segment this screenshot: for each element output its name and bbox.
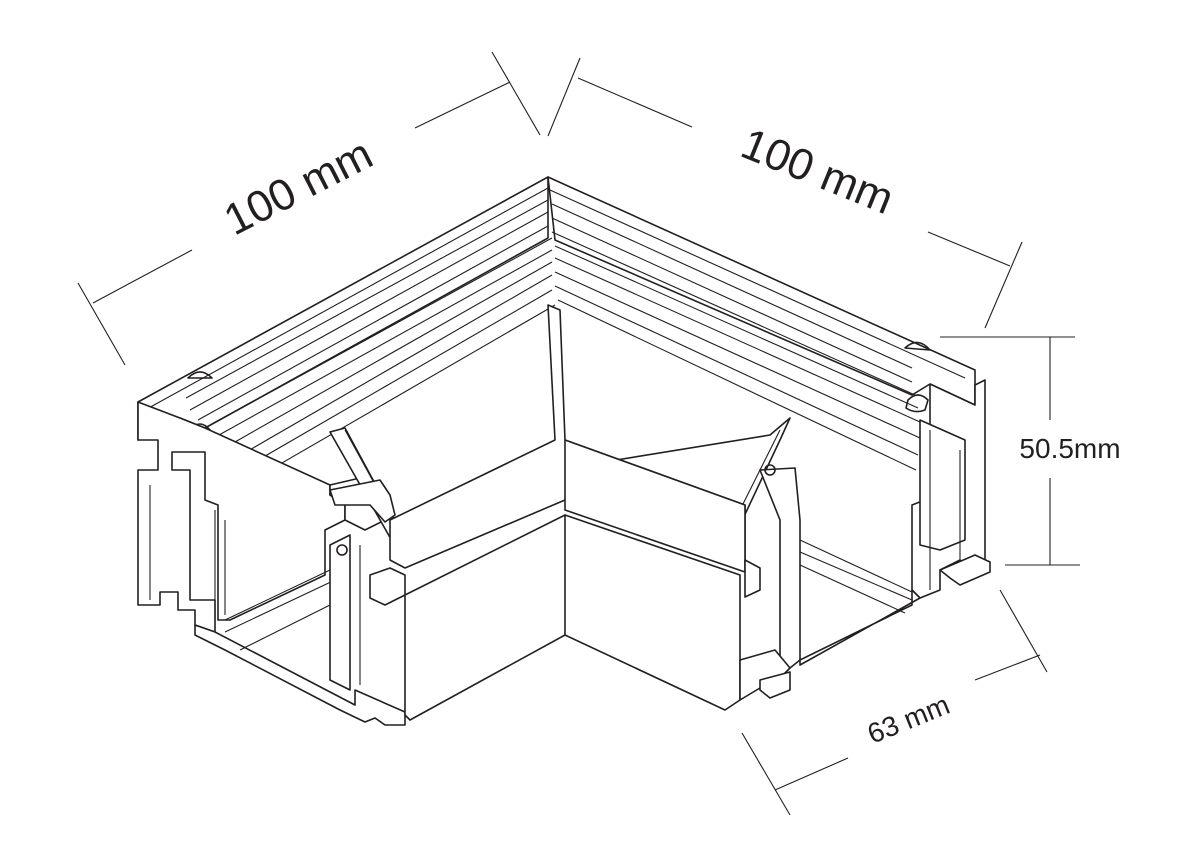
- aluminum-corner-profile: [137, 176, 991, 726]
- right-end-section: [911, 379, 986, 599]
- label-right-length: 100 mm: [735, 119, 901, 224]
- left-end-section: [137, 401, 346, 633]
- label-height: 50.5mm: [1019, 433, 1120, 464]
- label-width: 63 mm: [863, 689, 954, 750]
- right-rail-end: [904, 341, 931, 351]
- right-channel: [739, 467, 921, 701]
- left-bottom-flange: [194, 569, 406, 726]
- left-small-clip: [329, 479, 396, 523]
- right-bottom-lip: [939, 554, 991, 586]
- inner-corner-block: [369, 304, 761, 721]
- label-left-length: 100 mm: [216, 129, 380, 245]
- left-rail-end: [187, 371, 213, 379]
- right-rail-cap: [905, 394, 929, 413]
- right-screw-hole: [764, 464, 776, 476]
- dimension-height: 50.5mm: [940, 336, 1121, 566]
- top-grooves-right: [549, 189, 966, 471]
- left-screw-hole: [336, 544, 348, 556]
